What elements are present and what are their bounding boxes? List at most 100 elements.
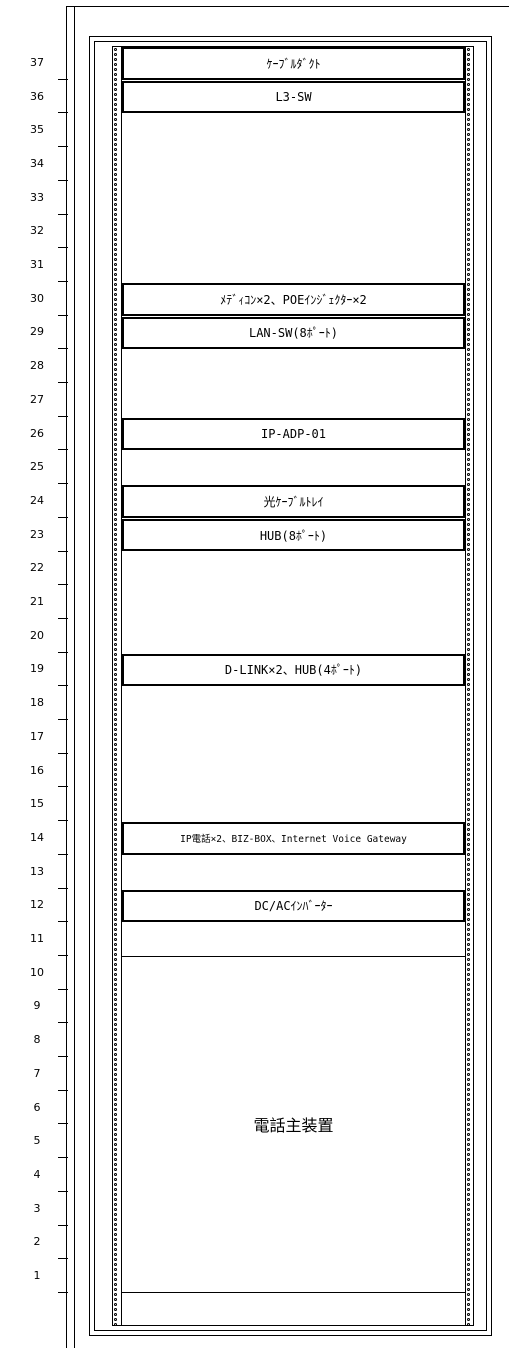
rail-hole [114,1143,117,1146]
rail-hole [114,798,117,801]
rail-hole [467,403,470,406]
rail-hole [114,1008,117,1011]
rail-hole [467,993,470,996]
rail-hole [114,363,117,366]
rail-hole [114,298,117,301]
rail-hole [114,1128,117,1131]
rail-hole [467,258,470,261]
rail-hole [467,1203,470,1206]
rail-hole [114,898,117,901]
rail-hole [114,1113,117,1116]
left-rail-line [121,46,122,1326]
rail-hole [114,308,117,311]
rail-hole [114,998,117,1001]
rail-hole [114,1183,117,1186]
rail-hole [467,138,470,141]
rail-hole [114,1223,117,1226]
rail-hole [114,418,117,421]
rail-hole [114,558,117,561]
rail-hole [467,193,470,196]
unit-number: 7 [33,1066,41,1080]
rail-hole [114,598,117,601]
equipment-label: IP-ADP-01 [260,427,327,442]
equipment-label: 光ｹｰﾌﾞﾙﾄﾚｲ [263,494,324,509]
unit-number: 22 [30,561,44,575]
rack-equipment: HUB(8ﾎﾟｰﾄ) [122,518,465,552]
rack-equipment: D-LINK×2、HUB(4ﾎﾟｰﾄ) [122,653,465,687]
unit-number: 8 [33,1033,41,1047]
rail-hole [114,393,117,396]
rail-hole [114,678,117,681]
rail-hole [467,1308,470,1311]
rail-hole [467,748,470,751]
rail-hole [467,383,470,386]
rail-hole [114,873,117,876]
rail-hole [467,98,470,101]
rail-hole [467,478,470,481]
rail-hole [467,1273,470,1276]
rail-hole [467,843,470,846]
rail-hole [467,938,470,941]
rail-hole [467,703,470,706]
rail-hole [114,358,117,361]
rail-hole [114,173,117,176]
rail-hole [467,1068,470,1071]
rail-hole [467,968,470,971]
right-rail-holes [467,46,472,1326]
rail-hole [114,203,117,206]
rail-hole [467,1003,470,1006]
rail-hole [467,113,470,116]
unit-number: 23 [30,527,44,541]
left-rail-holes [114,46,119,1326]
rail-hole [467,1323,470,1326]
rail-hole [114,278,117,281]
rail-hole [114,53,117,56]
rail-hole [467,428,470,431]
rail-hole [467,533,470,536]
rail-hole [114,613,117,616]
rail-hole [114,768,117,771]
rail-hole [114,1153,117,1156]
rail-hole [114,978,117,981]
rail-hole [114,593,117,596]
unit-number: 27 [30,392,44,406]
rail-hole [467,1163,470,1166]
unit-tick [58,651,68,653]
rail-hole [467,1158,470,1161]
rail-hole [114,383,117,386]
rail-hole [467,603,470,606]
rail-hole [114,693,117,696]
unit-tick [58,112,68,114]
rail-hole [467,173,470,176]
rail-hole [467,563,470,566]
rail-hole [467,218,470,221]
rail-hole [114,983,117,986]
rail-hole [467,833,470,836]
rail-hole [467,948,470,951]
unit-tick [58,146,68,148]
rail-hole [114,698,117,701]
rail-hole [114,1148,117,1151]
rail-hole [114,813,117,816]
rail-hole [114,1238,117,1241]
rail-hole [114,388,117,391]
rail-hole [467,1168,470,1171]
rail-hole [467,1283,470,1286]
rail-hole [114,923,117,926]
rail-hole [467,903,470,906]
rail-hole [114,1218,117,1221]
rail-hole [467,438,470,441]
rail-hole [114,348,117,351]
equipment-label: ﾒﾃﾞｨｺﾝ×2、POEｲﾝｼﾞｪｸﾀｰ×2 [220,292,367,307]
rail-hole [467,1103,470,1106]
rail-hole [114,448,117,451]
unit-number: 3 [33,1201,41,1215]
rail-hole [114,1103,117,1106]
rail-hole [114,948,117,951]
rail-hole [114,1203,117,1206]
rail-hole [467,583,470,586]
rail-hole [114,423,117,426]
rail-hole [114,1288,117,1291]
rail-hole [114,408,117,411]
rail-hole [114,753,117,756]
